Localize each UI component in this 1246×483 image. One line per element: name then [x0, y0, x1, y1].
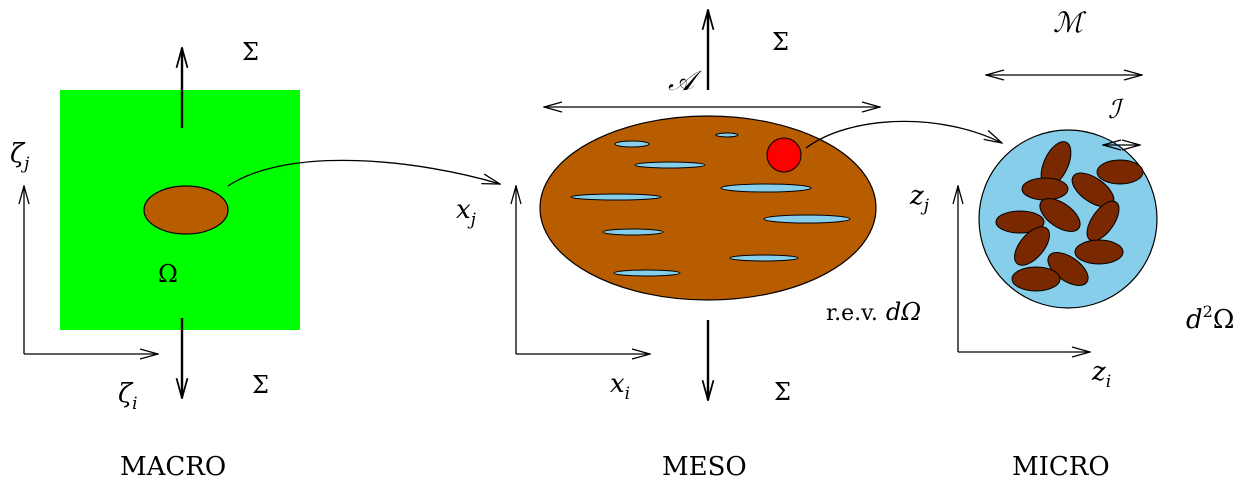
- grain: [1047, 252, 1089, 286]
- macro-panel: Ω Σ Σ ζj ζi MACRO: [10, 38, 300, 482]
- meso-inclusion: [766, 137, 802, 173]
- grain: [995, 210, 1045, 234]
- sigma-label-macro-top: Σ: [242, 38, 259, 66]
- grain: [1086, 200, 1120, 242]
- pore: [602, 228, 664, 236]
- macro-title: MACRO: [120, 452, 226, 482]
- pore: [715, 132, 739, 138]
- grain: [1096, 159, 1144, 185]
- micro-panel: ℳ ℐ zj zi d2Ω MICRO: [909, 6, 1234, 482]
- I-label: ℐ: [1108, 95, 1124, 125]
- micro-grains: [995, 141, 1144, 292]
- meso-particle: [539, 115, 877, 301]
- grain: [1011, 266, 1061, 292]
- grain: [1039, 198, 1081, 232]
- grain: [1014, 226, 1050, 266]
- d2-omega-label: d2Ω: [1186, 302, 1234, 335]
- sigma-label-meso-bottom: Σ: [774, 378, 791, 406]
- pore: [634, 161, 706, 169]
- pore: [614, 140, 650, 148]
- z-i-label: zi: [1091, 357, 1111, 392]
- grain: [1074, 239, 1124, 265]
- macro-to-meso-arrow: [227, 159, 500, 187]
- grain: [1021, 177, 1069, 201]
- A-label: 𝒜: [668, 64, 702, 97]
- z-j-label: zj: [909, 181, 930, 216]
- meso-panel: Σ Σ 𝒜 xj xi r.e.v.dΩ MESO: [456, 10, 921, 482]
- rev-label: r.e.v.dΩ: [826, 298, 921, 326]
- meso-to-micro-arrow: [805, 120, 1002, 149]
- sigma-label-macro-bottom: Σ: [252, 371, 269, 399]
- macro-rev-ellipse: [143, 185, 229, 235]
- pore: [570, 193, 662, 201]
- x-i-label: xi: [610, 369, 630, 404]
- sigma-label-meso-top: Σ: [772, 28, 789, 56]
- micro-title: MICRO: [1012, 452, 1110, 482]
- zeta-j-label: ζj: [10, 139, 30, 174]
- meso-title: MESO: [662, 452, 747, 482]
- zeta-i-label: ζi: [118, 379, 138, 414]
- x-j-label: xj: [456, 195, 477, 230]
- pore: [613, 269, 681, 277]
- M-label: ℳ: [1053, 6, 1087, 39]
- pore: [763, 214, 851, 224]
- meso-pores: [570, 132, 851, 277]
- pore: [720, 183, 812, 193]
- pore: [729, 254, 799, 262]
- omega-label: Ω: [158, 260, 178, 288]
